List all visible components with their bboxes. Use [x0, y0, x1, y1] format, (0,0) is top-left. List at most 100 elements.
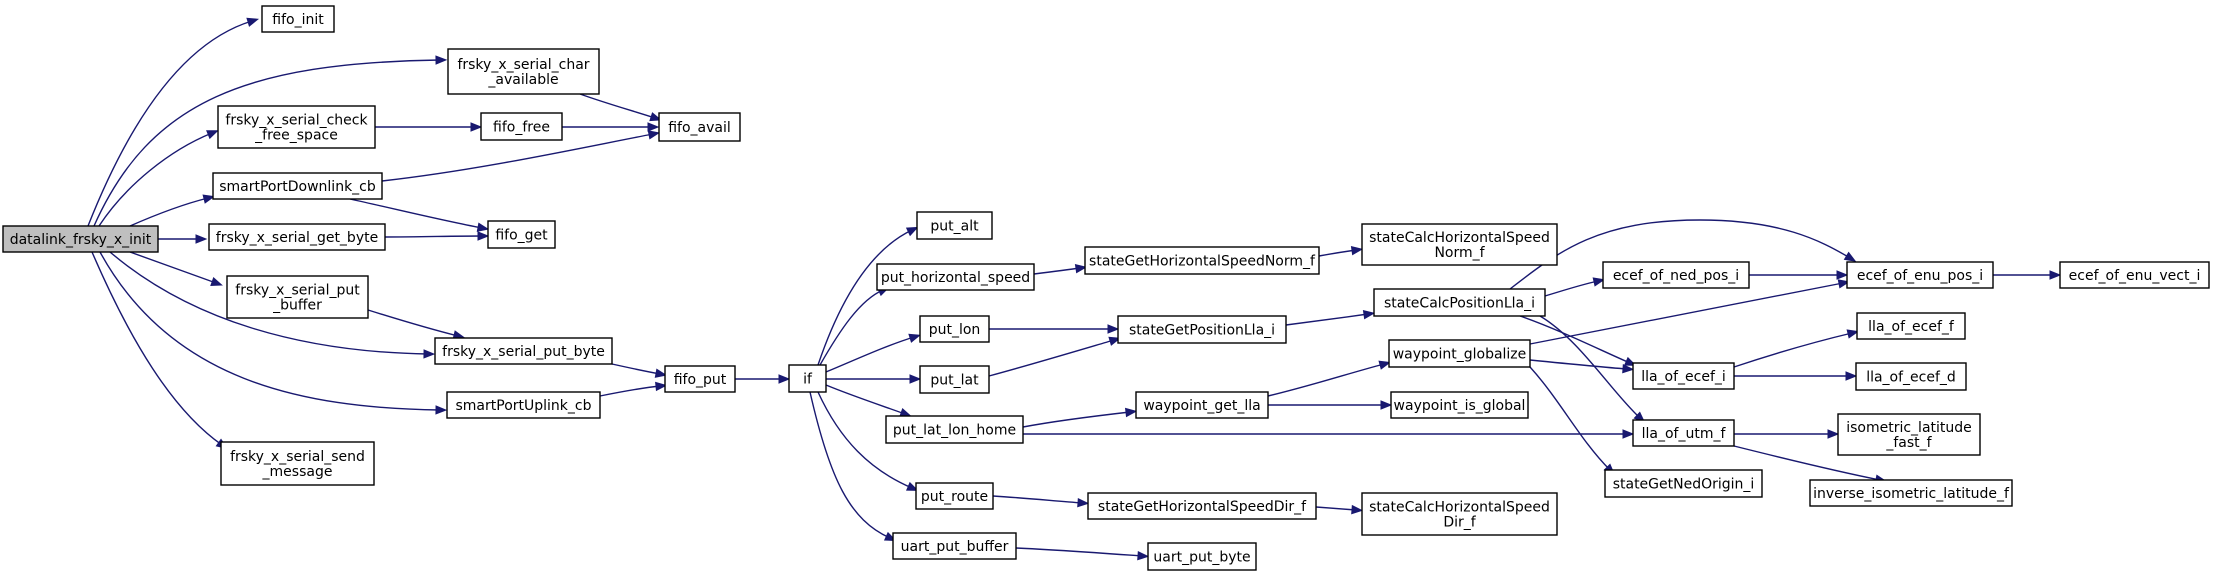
- node-frsky_x_serial_check_free_space[interactable]: frsky_x_serial_check_free_space: [217, 105, 376, 149]
- arrowhead-ecef_of_ned_pos_i: [1592, 277, 1606, 287]
- node-box-frsky_x_serial_char_available: [447, 48, 600, 95]
- edge-waypoint_get_lla-to-waypoint_globalize: [1267, 363, 1385, 397]
- arrowhead-fifo_put: [654, 368, 668, 378]
- node-box-isometric_latitude_fast_f: [1837, 413, 1981, 456]
- edge-datalink_frsky_x_init-to-frsky_x_serial_check_free_space: [98, 132, 213, 227]
- node-label-fifo_free: fifo_free: [493, 120, 550, 136]
- arrowhead-put_lon: [908, 333, 922, 343]
- node-put_lat[interactable]: put_lat: [919, 365, 990, 394]
- edge-stateCalcPositionLla_i-to-lla_of_ecef_i: [1519, 315, 1631, 364]
- node-label-ecef_of_enu_pos_i: ecef_of_enu_pos_i: [1857, 268, 1983, 284]
- arrowhead-lla_of_ecef_f: [1846, 329, 1860, 339]
- arrowhead-stateGetPositionLla_i: [1107, 324, 1120, 334]
- node-uart_put_buffer[interactable]: uart_put_buffer: [892, 532, 1017, 560]
- node-fifo_init[interactable]: fifo_init: [261, 5, 335, 33]
- node-stateGetPositionLla_i[interactable]: stateGetPositionLla_i: [1117, 315, 1287, 344]
- node-box-ecef_of_ned_pos_i: [1602, 261, 1750, 289]
- node-box-if: [788, 364, 827, 393]
- node-smartPortDownlink_cb[interactable]: smartPortDownlink_cb: [212, 172, 383, 200]
- edge-smartPortUplink_cb-to-fifo_put: [599, 385, 661, 397]
- node-put_horizontal_speed[interactable]: put_horizontal_speed: [876, 263, 1035, 291]
- node-fifo_avail[interactable]: fifo_avail: [658, 112, 741, 142]
- edge-datalink_frsky_x_init-to-frsky_x_serial_char_available: [93, 59, 441, 227]
- node-label-datalink_frsky_x_init: datalink_frsky_x_init: [10, 232, 152, 248]
- node-box-fifo_init: [261, 5, 335, 33]
- node-stateCalcPositionLla_i[interactable]: stateCalcPositionLla_i: [1373, 288, 1546, 317]
- node-label-put_lat_lon_home: put_lat_lon_home: [893, 423, 1016, 439]
- node-box-stateGetHorizontalSpeedNorm_f: [1084, 246, 1320, 275]
- node-frsky_x_serial_get_byte[interactable]: frsky_x_serial_get_byte: [208, 223, 386, 251]
- node-box-frsky_x_serial_get_byte: [208, 223, 386, 251]
- node-waypoint_is_global[interactable]: waypoint_is_global: [1390, 391, 1529, 419]
- node-isometric_latitude_fast_f[interactable]: isometric_latitude_fast_f: [1837, 413, 1981, 456]
- node-box-fifo_put: [664, 365, 736, 393]
- arrowhead-ecef_of_enu_vect_i: [2049, 270, 2062, 280]
- node-box-frsky_x_serial_put_buffer: [226, 275, 369, 319]
- arrowhead-fifo_init: [246, 17, 260, 27]
- node-fifo_get[interactable]: fifo_get: [487, 220, 556, 249]
- node-lla_of_ecef_f[interactable]: lla_of_ecef_f: [1856, 312, 1966, 340]
- node-box-stateGetNedOrigin_i: [1604, 469, 1763, 498]
- node-box-stateCalcHorizontalSpeedNorm_f: [1361, 223, 1558, 266]
- node-label-frsky_x_serial_check_free_space: frsky_x_serial_check: [225, 113, 368, 129]
- node-label-put_alt: put_alt: [930, 219, 979, 235]
- node-frsky_x_serial_put_buffer[interactable]: frsky_x_serial_put_buffer: [226, 275, 369, 319]
- node-stateGetHorizontalSpeedNorm_f[interactable]: stateGetHorizontalSpeedNorm_f: [1084, 246, 1320, 275]
- node-box-stateGetPositionLla_i: [1117, 315, 1287, 344]
- node-box-fifo_get: [487, 220, 556, 249]
- node-smartPortUplink_cb[interactable]: smartPortUplink_cb: [446, 391, 601, 419]
- node-put_alt[interactable]: put_alt: [916, 211, 993, 240]
- node-label-inverse_isometric_latitude_f: inverse_isometric_latitude_f: [1813, 486, 2010, 502]
- node-inverse_isometric_latitude_f[interactable]: inverse_isometric_latitude_f: [1809, 479, 2013, 507]
- edge-waypoint_globalize-to-stateGetNedOrigin_i: [1529, 366, 1611, 471]
- node-box-uart_put_byte: [1147, 542, 1257, 571]
- node-box-uart_put_buffer: [892, 532, 1017, 560]
- node-label-lla_of_ecef_i: lla_of_ecef_i: [1641, 369, 1726, 385]
- edge-smartPortDownlink_cb-to-fifo_get: [349, 198, 483, 229]
- arrowhead-lla_of_ecef_d: [1845, 371, 1858, 381]
- node-put_lat_lon_home[interactable]: put_lat_lon_home: [885, 415, 1024, 444]
- node-fifo_put[interactable]: fifo_put: [664, 365, 736, 393]
- node-ecef_of_ned_pos_i[interactable]: ecef_of_ned_pos_i: [1602, 261, 1750, 289]
- node-frsky_x_serial_char_available[interactable]: frsky_x_serial_char_available: [447, 48, 600, 95]
- node-box-lla_of_ecef_f: [1856, 312, 1966, 340]
- node-box-ecef_of_enu_vect_i: [2059, 261, 2210, 289]
- node-box-lla_of_utm_f: [1632, 419, 1735, 447]
- node-put_lon[interactable]: put_lon: [919, 315, 990, 343]
- node-datalink_frsky_x_init[interactable]: datalink_frsky_x_init: [2, 225, 159, 253]
- arrowhead-stateGetPositionLla_i: [1108, 336, 1122, 346]
- arrowhead-stateGetHorizontalSpeedNorm_f: [1074, 263, 1088, 274]
- edge-put_horizontal_speed-to-stateGetHorizontalSpeedNorm_f: [1033, 267, 1081, 275]
- node-lla_of_ecef_i[interactable]: lla_of_ecef_i: [1632, 362, 1735, 390]
- node-frsky_x_serial_send_message[interactable]: frsky_x_serial_send_message: [220, 441, 375, 486]
- arrowhead-put_route: [905, 481, 919, 491]
- arrowhead-isometric_latitude_fast_f: [1827, 429, 1840, 439]
- node-waypoint_get_lla[interactable]: waypoint_get_lla: [1135, 391, 1269, 419]
- node-uart_put_byte[interactable]: uart_put_byte: [1147, 542, 1257, 571]
- edge-lla_of_ecef_i-to-lla_of_ecef_f: [1733, 332, 1853, 368]
- node-stateGetHorizontalSpeedDir_f[interactable]: stateGetHorizontalSpeedDir_f: [1087, 492, 1317, 520]
- arrowhead-fifo_free: [470, 122, 483, 132]
- node-label-put_lon: put_lon: [929, 322, 981, 338]
- node-ecef_of_enu_pos_i[interactable]: ecef_of_enu_pos_i: [1846, 261, 1994, 289]
- node-box-ecef_of_enu_pos_i: [1846, 261, 1994, 289]
- edge-waypoint_globalize-to-lla_of_ecef_i: [1529, 359, 1628, 370]
- node-ecef_of_enu_vect_i[interactable]: ecef_of_enu_vect_i: [2059, 261, 2210, 289]
- node-label-stateCalcHorizontalSpeedDir_f: Dir_f: [1443, 515, 1476, 531]
- node-if[interactable]: if: [788, 364, 827, 393]
- node-frsky_x_serial_put_byte[interactable]: frsky_x_serial_put_byte: [434, 337, 613, 365]
- node-waypoint_globalize[interactable]: waypoint_globalize: [1388, 339, 1531, 368]
- node-label-lla_of_utm_f: lla_of_utm_f: [1642, 426, 1727, 442]
- node-box-put_lat: [919, 365, 990, 394]
- node-label-fifo_put: fifo_put: [674, 372, 727, 388]
- node-fifo_free[interactable]: fifo_free: [480, 112, 563, 141]
- arrowhead-fifo_put: [655, 381, 668, 392]
- node-box-smartPortUplink_cb: [446, 391, 601, 419]
- node-stateGetNedOrigin_i[interactable]: stateGetNedOrigin_i: [1604, 469, 1763, 498]
- node-put_route[interactable]: put_route: [915, 482, 994, 510]
- node-lla_of_ecef_d[interactable]: lla_of_ecef_d: [1855, 362, 1967, 391]
- node-box-put_lat_lon_home: [885, 415, 1024, 444]
- node-lla_of_utm_f[interactable]: lla_of_utm_f: [1632, 419, 1735, 447]
